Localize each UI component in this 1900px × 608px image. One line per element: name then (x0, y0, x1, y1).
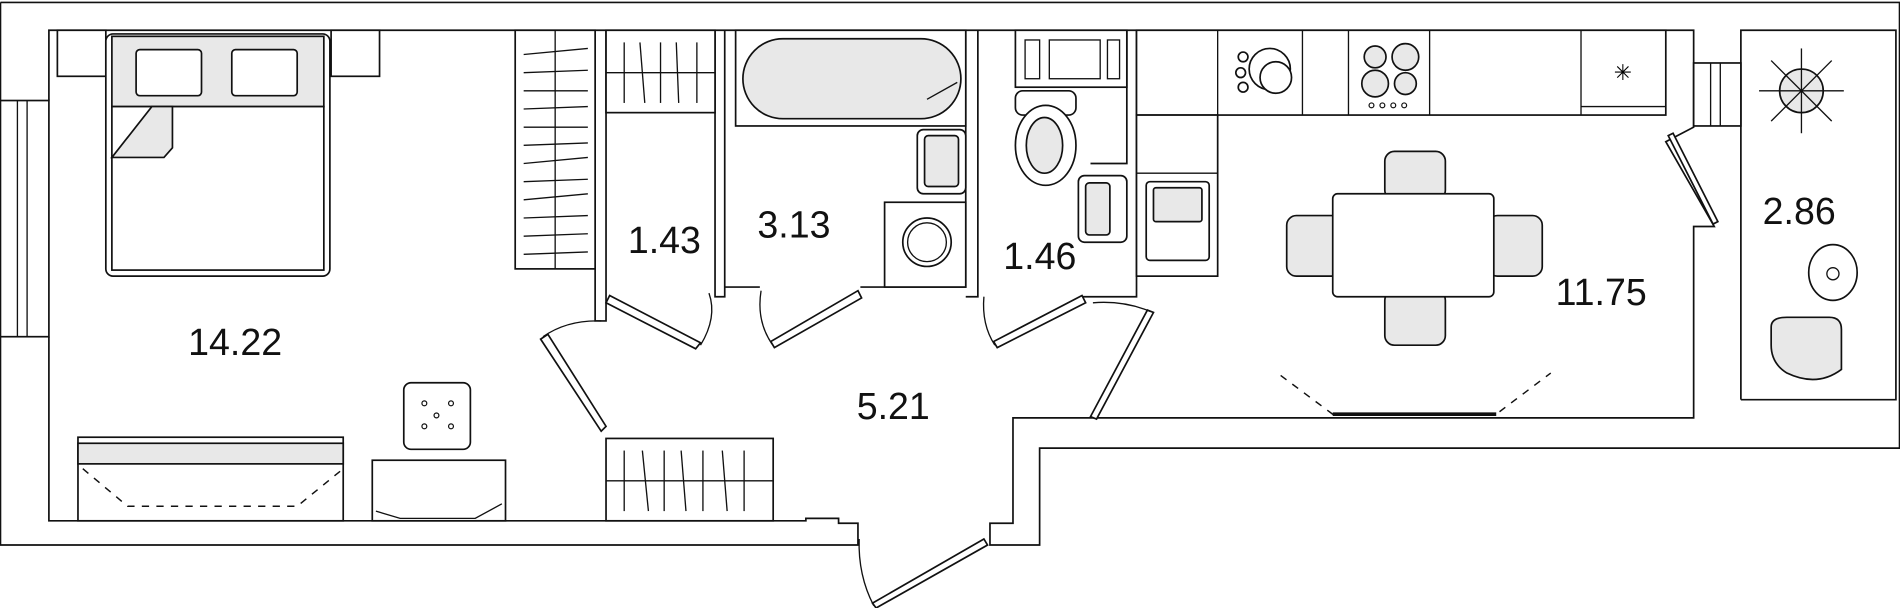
plant-icon (1759, 48, 1844, 134)
room-area-hallway: 5.21 (857, 385, 930, 427)
tv-cabinet (77, 381, 507, 522)
bedroom-window (0, 99, 50, 338)
bedroom-door[interactable] (539, 333, 608, 433)
armchair (402, 381, 472, 451)
room-area-toilet: 1.46 (1003, 235, 1076, 277)
doors (539, 132, 1720, 608)
outer-walls (0, 1, 1900, 546)
bedroom-wardrobe (514, 29, 596, 270)
kitchen-counter: ✳ (1135, 29, 1667, 277)
balcony-window (1692, 62, 1742, 127)
bathroom-fixtures (734, 29, 967, 288)
room-labels: 14.22 1.43 3.13 1.46 5.21 11.75 2.86 (188, 190, 1836, 427)
toilet-door[interactable] (992, 294, 1087, 349)
entrance-door[interactable] (871, 537, 989, 608)
nightstand-left (56, 29, 107, 78)
fridge-icon: ✳ (1614, 61, 1632, 86)
balcony-chair (1770, 316, 1843, 381)
closet-door[interactable] (604, 294, 702, 350)
desk (371, 459, 507, 522)
chair (1383, 289, 1447, 347)
dishwasher-icon (1234, 47, 1293, 95)
room-area-closet: 1.43 (628, 219, 701, 261)
bed (56, 29, 381, 277)
chair (1486, 214, 1544, 277)
room-area-bathroom: 3.13 (757, 203, 830, 245)
room-area-balcony: 2.86 (1763, 190, 1836, 232)
balcony-furniture (1759, 48, 1859, 381)
pillow (230, 48, 299, 97)
stove-icon (1360, 42, 1420, 109)
dining-table (1280, 150, 1552, 417)
hall-wardrobe (605, 437, 775, 522)
room-area-kitchen: 11.75 (1556, 271, 1647, 313)
chair (1383, 150, 1447, 201)
nightstand-right (330, 29, 381, 78)
pillow (135, 48, 203, 97)
table (1331, 192, 1495, 298)
balcony-door[interactable] (1667, 132, 1720, 226)
toilet-fixtures (1014, 29, 1128, 244)
room-area-bedroom: 14.22 (188, 321, 282, 363)
closet-shelves (605, 29, 716, 114)
kitchen-door[interactable] (1089, 308, 1155, 421)
side-table (1807, 243, 1859, 302)
bathroom-door[interactable] (769, 289, 863, 349)
